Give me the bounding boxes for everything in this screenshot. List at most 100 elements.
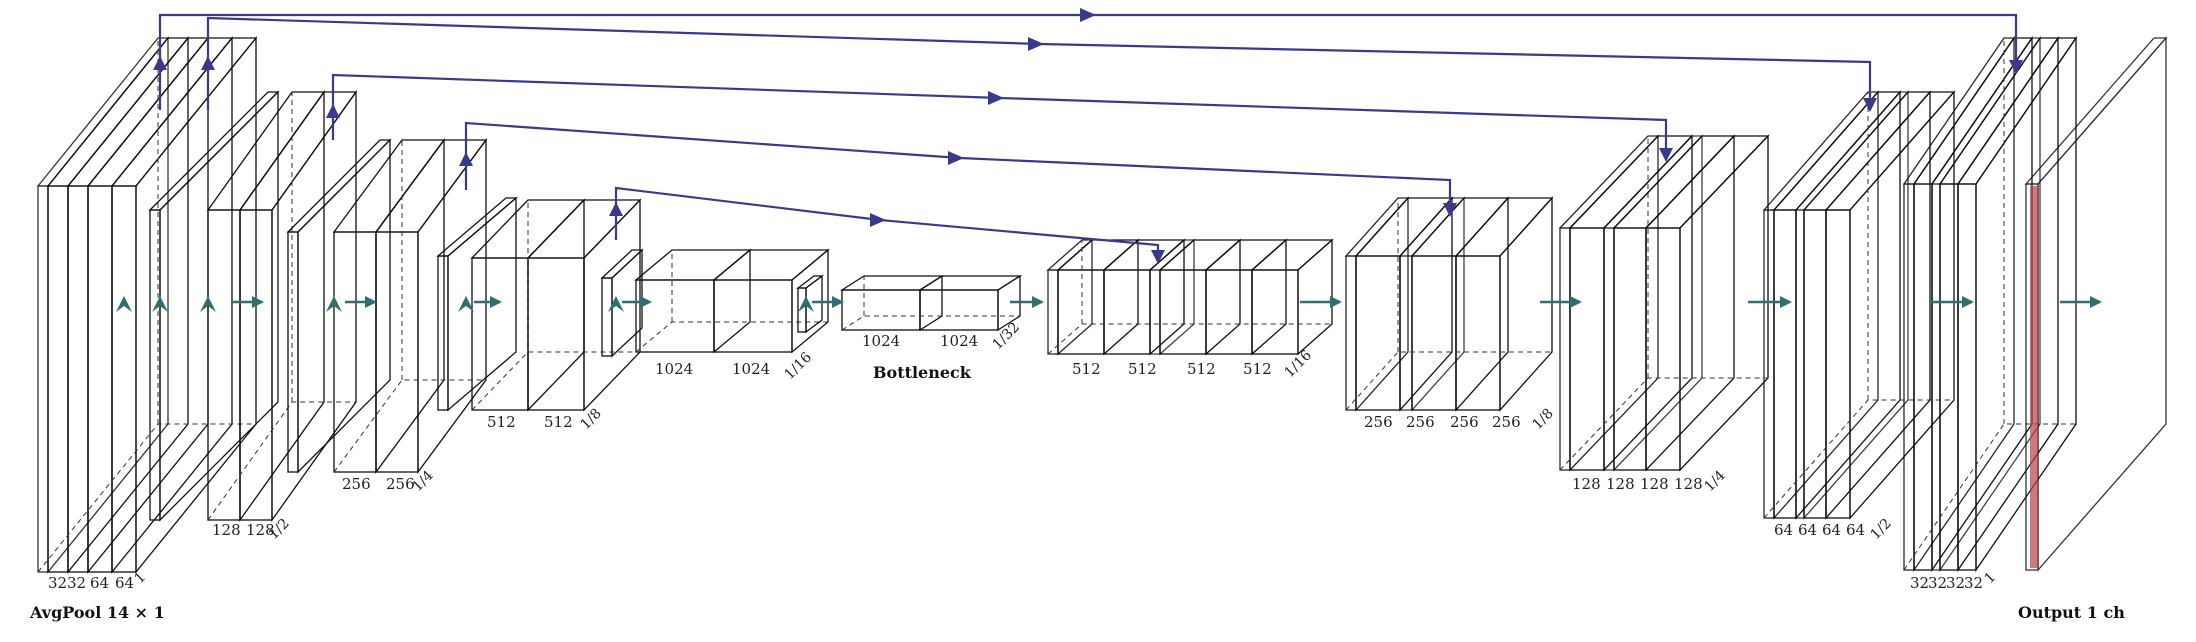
skip-connection-4 [464, 121, 1452, 215]
block-label: 1024 [655, 360, 693, 378]
flow-arrow [1300, 296, 1342, 308]
block-label: 256 [386, 475, 415, 493]
layers [36, 35, 2168, 574]
conv-layer [332, 138, 446, 474]
hidden-edge [333, 140, 486, 473]
conv-layer [634, 248, 752, 354]
pool-layer [148, 90, 280, 522]
conv-layer [1612, 134, 1736, 472]
block-label: 512 [544, 413, 573, 431]
conv-layer [1454, 196, 1554, 412]
unpool-layer [1344, 196, 1410, 412]
block-label: 1024 [940, 332, 978, 350]
hidden-edge [1903, 38, 2076, 571]
conv-layer [712, 248, 830, 354]
resolution-label: 1/16 [1282, 347, 1316, 381]
resolution-label: 1/8 [1530, 406, 1557, 433]
concat-layer [1398, 196, 1466, 412]
block-label: 256 [342, 475, 371, 493]
block-label: 128 [1674, 475, 1703, 493]
block-label: 32 [1946, 574, 1965, 592]
hidden-edge [37, 38, 256, 573]
conv-layer [1802, 90, 1932, 520]
block-label: 128 [1606, 475, 1635, 493]
block-label: 512 [1243, 360, 1272, 378]
resolution-label: 1/4 [1702, 468, 1729, 495]
conv-layer [66, 36, 210, 574]
resolution-label: 1 [132, 569, 150, 587]
conv-layer [839, 274, 945, 332]
conv-layer [206, 89, 326, 523]
skip-connections [153, 8, 2023, 264]
block-label: 32 [1910, 574, 1929, 592]
block-label: 128 [212, 521, 241, 539]
conv-layer [1158, 238, 1242, 356]
conv-layer [1956, 35, 2078, 573]
conv-layer [1568, 134, 1694, 472]
flow-arrow [1010, 296, 1044, 308]
flow-arrow [1540, 296, 1582, 308]
flow-arrows [116, 296, 2102, 312]
block-label: 512 [1072, 360, 1101, 378]
flow-arrow [474, 296, 502, 308]
block-label: 64 [1822, 521, 1841, 539]
skip-connection-5 [614, 186, 1160, 262]
block-label: 256 [1364, 413, 1393, 431]
pool-layer [436, 196, 518, 412]
resolution-label: 1/16 [782, 349, 816, 383]
skip-arrowheads [153, 8, 2023, 264]
block-label: 64 [115, 574, 134, 592]
flow-arrow [345, 296, 377, 308]
conv-layer [917, 274, 1023, 332]
flow-arrow [2060, 296, 2102, 308]
unpool-layer [1046, 238, 1094, 356]
block-label: 512 [487, 413, 516, 431]
flow-arrow [1930, 296, 1974, 308]
flow-arrow [232, 296, 264, 308]
hidden-edge [207, 92, 356, 521]
block-label: 128 [1572, 475, 1601, 493]
block-label: 64 [90, 574, 109, 592]
block-label: 256 [1406, 413, 1435, 431]
block-label: 64 [1846, 521, 1865, 539]
block-label: 32 [1928, 574, 1947, 592]
conv-layer [1772, 90, 1902, 520]
resolution-label: 1/2 [1868, 516, 1895, 543]
block-label: 64 [1774, 521, 1793, 539]
block-label: 32 [1964, 574, 1983, 592]
flow-arrow [1748, 296, 1792, 308]
resolution-label: 1/32 [990, 319, 1024, 353]
conv-layer [1204, 238, 1288, 356]
hidden-edge [1763, 92, 1954, 519]
block-label: 32 [48, 574, 67, 592]
hidden-edge [471, 200, 640, 411]
pool-layer [286, 138, 392, 474]
flow-arrow [812, 296, 844, 308]
bottleneck-caption: Bottleneck [873, 363, 972, 382]
hidden-edge [1047, 240, 1332, 355]
conv-layer [1056, 238, 1140, 356]
block-label: 64 [1798, 521, 1817, 539]
skip-connection-2a [206, 16, 1872, 110]
conv-layer [1824, 90, 1956, 520]
output-edge [2030, 186, 2038, 568]
output-caption: Output 1 ch [2018, 603, 2125, 622]
input-caption: AvgPool 14 × 1 [29, 603, 165, 622]
skip-connection-1 [158, 13, 2018, 110]
block-label: 256 [1450, 413, 1479, 431]
block-label: 128 [246, 521, 275, 539]
flow-arrow [622, 296, 652, 308]
skip-connection-3 [331, 73, 1668, 160]
hidden-edge [635, 250, 828, 353]
block-label: 512 [1187, 360, 1216, 378]
block-label: 32 [67, 574, 86, 592]
block-label: 512 [1128, 360, 1157, 378]
conv-layer [1102, 238, 1186, 356]
hidden-edge [1345, 198, 1552, 411]
resolution-label: 1 [1982, 569, 2000, 587]
block-label: 1024 [732, 360, 770, 378]
conv-layer [1410, 196, 1510, 412]
up-arrow-marker [116, 296, 814, 312]
hidden-edge [841, 276, 1020, 331]
